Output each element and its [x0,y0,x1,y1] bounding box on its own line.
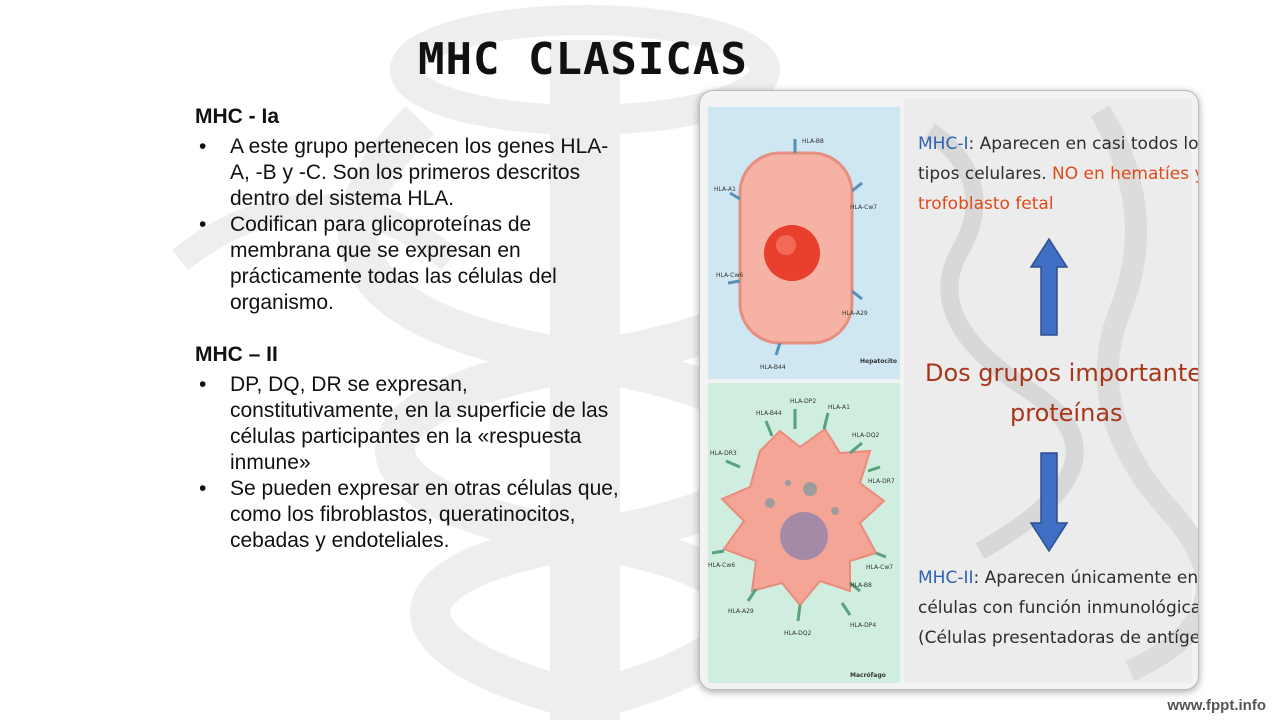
hla-label: HLA-B44 [760,364,786,371]
center-heading-line2: proteínas [1010,399,1123,427]
mhc1-line2: tipos celulares. NO en hematíes y [918,164,1198,184]
mhc-diagram-image: HLA-B8 HLA-A1 HLA-Cw7 HLA-Cw6 HLA-A29 HL… [699,90,1199,690]
hla-label: HLA-B8 [802,138,824,145]
hla-label: HLA-DP2 [790,398,816,405]
section-heading-mhc-ii: MHC – II [195,343,278,366]
slide-title: MHC CLASICAS [418,34,748,85]
hla-label: HLA-B8 [850,582,872,589]
hla-label: HLA-DR7 [868,478,895,485]
mhc2-line1: MHC-II: Aparecen únicamente en [918,568,1198,588]
bullet-item: DP, DQ, DR se expresan, constitutivament… [195,372,625,476]
hla-label: HLA-DP4 [850,622,876,629]
arrow-up-icon [1029,237,1069,336]
bullet-list-mhc-ii: DP, DQ, DR se expresan, constitutivament… [195,372,625,554]
hla-label: HLA-A1 [828,404,850,411]
hepatocyte-label: Hepatocito [860,358,897,365]
mhc1-line3: trofoblasto fetal [918,194,1054,214]
hla-label: HLA-A29 [728,608,754,615]
text-panel [904,99,1192,683]
hla-label: HLA-B44 [756,410,782,417]
bullet-item: Se pueden expresar en otras células que,… [195,476,625,554]
arrow-down-icon [1029,452,1069,553]
mhc1-line1: MHC-I: Aparecen en casi todos los [918,134,1198,154]
macrophage-nucleus [780,512,828,560]
section-heading-mhc-ia: MHC - Ia [195,105,279,128]
hla-label: HLA-A1 [714,186,736,193]
bullet-list-mhc-ia: A este grupo pertenecen los genes HLA-A,… [195,134,625,316]
hla-label: HLA-Cw7 [866,564,893,571]
hla-label: HLA-DQ2 [852,432,879,439]
mhc2-line3: (Células presentadoras de antígenos) [918,628,1198,648]
hla-label: HLA-DQ2 [784,630,811,637]
bullet-item: A este grupo pertenecen los genes HLA-A,… [195,134,625,212]
hla-label: HLA-Cw7 [850,204,877,211]
hla-label: HLA-Cw6 [716,272,743,279]
hla-label: HLA-Cw6 [708,562,735,569]
text-column: MHC - Ia A este grupo pertenecen los gen… [195,104,625,554]
macrophage-label: Macrófago [850,672,886,679]
hla-label: HLA-A29 [842,310,868,317]
hla-label: HLA-DR3 [710,450,737,457]
mhc-diagram-svg: HLA-B8 HLA-A1 HLA-Cw7 HLA-Cw6 HLA-A29 HL… [708,99,1198,683]
mhc2-line2: células con función inmunológica [918,598,1198,618]
bullet-item: Codifican para glicoproteínas de membran… [195,212,625,316]
footer-url: www.fppt.info [1167,697,1266,714]
center-heading-line1: Dos grupos importantes de [925,359,1198,387]
